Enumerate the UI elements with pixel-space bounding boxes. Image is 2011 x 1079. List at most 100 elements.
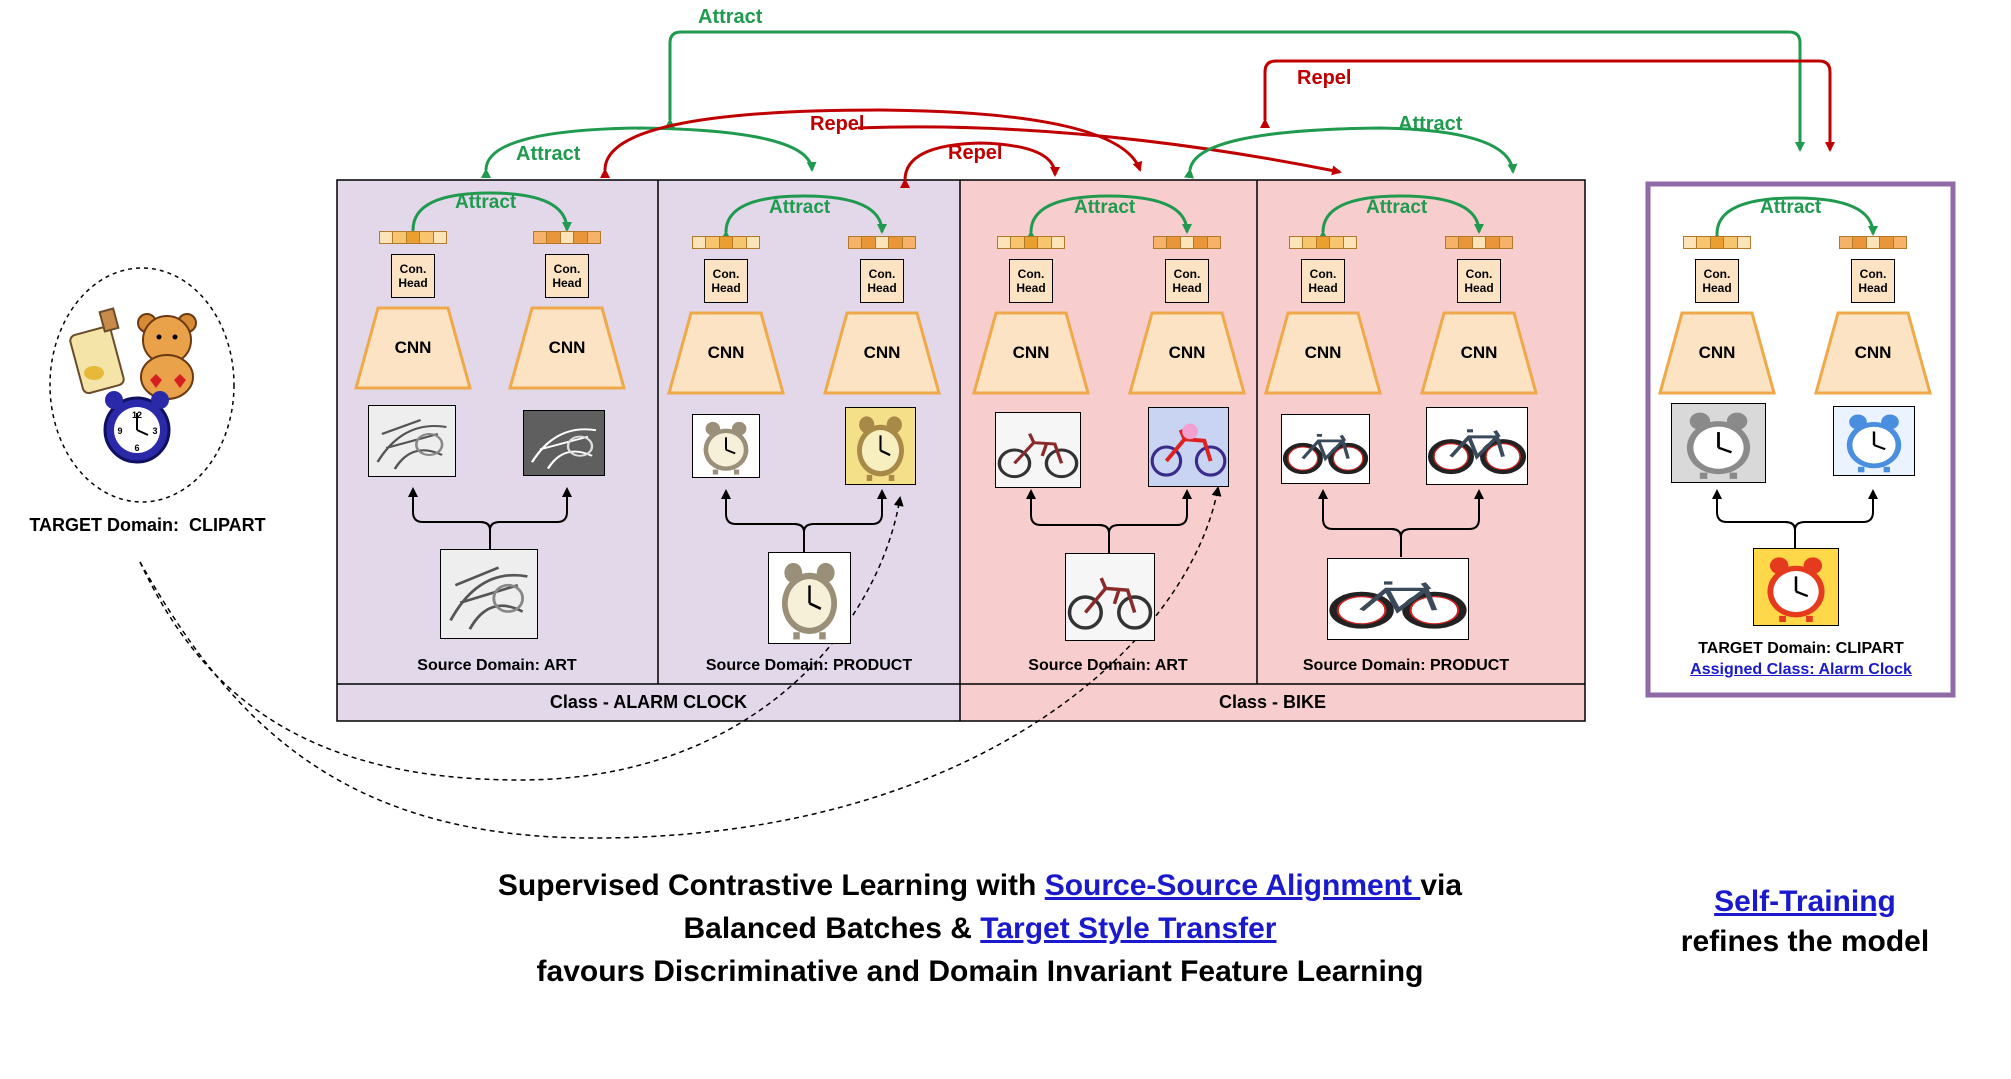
arrow-repel-long [857, 125, 1342, 176]
caption-line-3: favours Discriminative and Domain Invari… [536, 955, 1424, 988]
target-clipart-collage: 12 6 9 3 [62, 305, 222, 475]
caption-line1-pre: Supervised Contrastive Learning with [497, 869, 1045, 902]
teddy-bear-icon [137, 313, 197, 400]
col1-cnn-label-right: CNN [548, 338, 586, 357]
arrow-attract-right [1184, 126, 1518, 179]
col3-view-arrow-right [1108, 489, 1192, 534]
col3-feature-vector-left [997, 236, 1065, 249]
st-cnn-right [1814, 311, 1932, 395]
bottle-icon [69, 307, 125, 395]
main-panel-borders [336, 179, 1586, 722]
st-view-left [1671, 403, 1766, 483]
st-feature-vector-left [1683, 236, 1751, 249]
class-bar-bike: Class - BIKE [960, 684, 1585, 721]
source-source-alignment-link[interactable]: Source-Source Alignment [1044, 869, 1421, 902]
col4-cnn-left [1264, 311, 1382, 395]
col2-con-head-right: Con. Head [860, 259, 904, 303]
col4-input-image [1327, 558, 1469, 640]
svg-text:9: 9 [117, 426, 122, 436]
col2-con-head-left: Con. Head [704, 259, 748, 303]
col1-feature-vector-left [379, 231, 447, 244]
col4-feature-vector-right [1445, 236, 1513, 249]
col2-attract-arrow [720, 194, 887, 241]
col4-attract-label: Attract [1366, 197, 1428, 218]
st-cnn-label-right: CNN [1854, 343, 1892, 362]
col1-view-arrow-left [408, 487, 491, 531]
target-domain-ellipse [49, 267, 235, 503]
col1-domain-label: Source Domain: ART [417, 657, 577, 674]
st-assigned-class-link[interactable]: Assigned Class: Alarm Clock [1690, 661, 1912, 678]
cnn-trapezoids [354, 306, 1932, 395]
caption-line-1: Supervised Contrastive Learning with Sou… [340, 864, 1620, 907]
class-label-alarm-clock: Class - ALARM CLOCK [549, 692, 748, 712]
col1-con-head-left: Con. Head [391, 254, 435, 298]
col2-feature-vector-right [848, 236, 916, 249]
col4-domain-label: Source Domain: PRODUCT [1302, 657, 1510, 674]
caption-line2-pre: Balanced Batches & [683, 912, 981, 945]
st-view-arrow-left [1712, 489, 1796, 531]
st-attract-label: Attract [1760, 197, 1822, 218]
col3-con-head-right: Con. Head [1165, 259, 1209, 303]
col2-cnn-right [823, 311, 941, 395]
col1-view-left [368, 405, 456, 477]
st-input-image [1753, 548, 1839, 626]
col1-con-head-right: Con. Head [545, 254, 589, 298]
col1-attract-label: Attract [455, 192, 517, 213]
col3-view-left [995, 412, 1081, 488]
col2-cnn-left [667, 311, 785, 395]
alarm-clock-icon: 12 6 9 3 [103, 391, 171, 464]
arrow-attract-top [665, 30, 1805, 152]
st-target-label: TARGET Domain: CLIPART [1698, 640, 1904, 657]
col2-view-left [692, 414, 760, 478]
col4-cnn-right [1420, 311, 1538, 395]
col3-feature-vector-right [1153, 236, 1221, 249]
col3-cnn-right [1128, 311, 1246, 395]
label-repel-mid: Repel [948, 142, 1003, 164]
col4-cnn-label-left: CNN [1304, 343, 1342, 362]
label-attract-left: Attract [516, 143, 581, 165]
col1-feature-vector-right [533, 231, 601, 244]
col1-view-right [523, 410, 605, 476]
col3-view-right [1148, 407, 1229, 487]
target-style-transfer-link[interactable]: Target Style Transfer [980, 912, 1277, 945]
col4-view-right [1426, 407, 1528, 485]
svg-text:6: 6 [134, 443, 139, 453]
arrow-repel-top [1260, 59, 1835, 152]
class-bar-alarm-clock: Class - ALARM CLOCK [337, 684, 960, 721]
col1-input-image [440, 549, 538, 639]
st-cnn-left [1658, 311, 1776, 395]
arrow-attract-left [480, 126, 817, 179]
st-feature-vector-right [1839, 236, 1907, 249]
st-attract-arrow [1711, 196, 1878, 243]
col4-con-head-right: Con. Head [1457, 259, 1501, 303]
col2-view-arrow-left [721, 489, 805, 533]
col4-view-arrow-right [1400, 489, 1484, 538]
col3-con-head-left: Con. Head [1009, 259, 1053, 303]
svg-text:3: 3 [152, 426, 157, 436]
style-transfer-curve-2 [139, 486, 1222, 839]
label-attract-top: Attract [698, 6, 763, 28]
class-label-bike: Class - BIKE [1218, 692, 1327, 712]
col3-input-image [1065, 553, 1155, 641]
col2-attract-label: Attract [769, 197, 831, 218]
st-view-arrow-right [1794, 489, 1878, 531]
col1-attract-arrow [407, 191, 572, 239]
st-con-head-left: Con. Head [1695, 259, 1739, 303]
st-cnn-label-left: CNN [1698, 343, 1736, 362]
self-training-box [1645, 181, 1956, 698]
col3-cnn-left [972, 311, 1090, 395]
col4-feature-vector-left [1289, 236, 1357, 249]
label-repel-top: Repel [1297, 67, 1352, 89]
col2-domain-label: Source Domain: PRODUCT [705, 657, 913, 674]
col2-cnn-label-left: CNN [707, 343, 745, 362]
arrow-repel-mid [899, 141, 1060, 189]
col4-cnn-label-right: CNN [1460, 343, 1498, 362]
col2-view-arrow-right [803, 489, 887, 533]
col2-cnn-label-right: CNN [863, 343, 901, 362]
col3-attract-label: Attract [1074, 197, 1136, 218]
col4-con-head-left: Con. Head [1301, 259, 1345, 303]
label-attract-right: Attract [1398, 113, 1463, 135]
self-training-link[interactable]: Self-Training [1714, 885, 1896, 918]
